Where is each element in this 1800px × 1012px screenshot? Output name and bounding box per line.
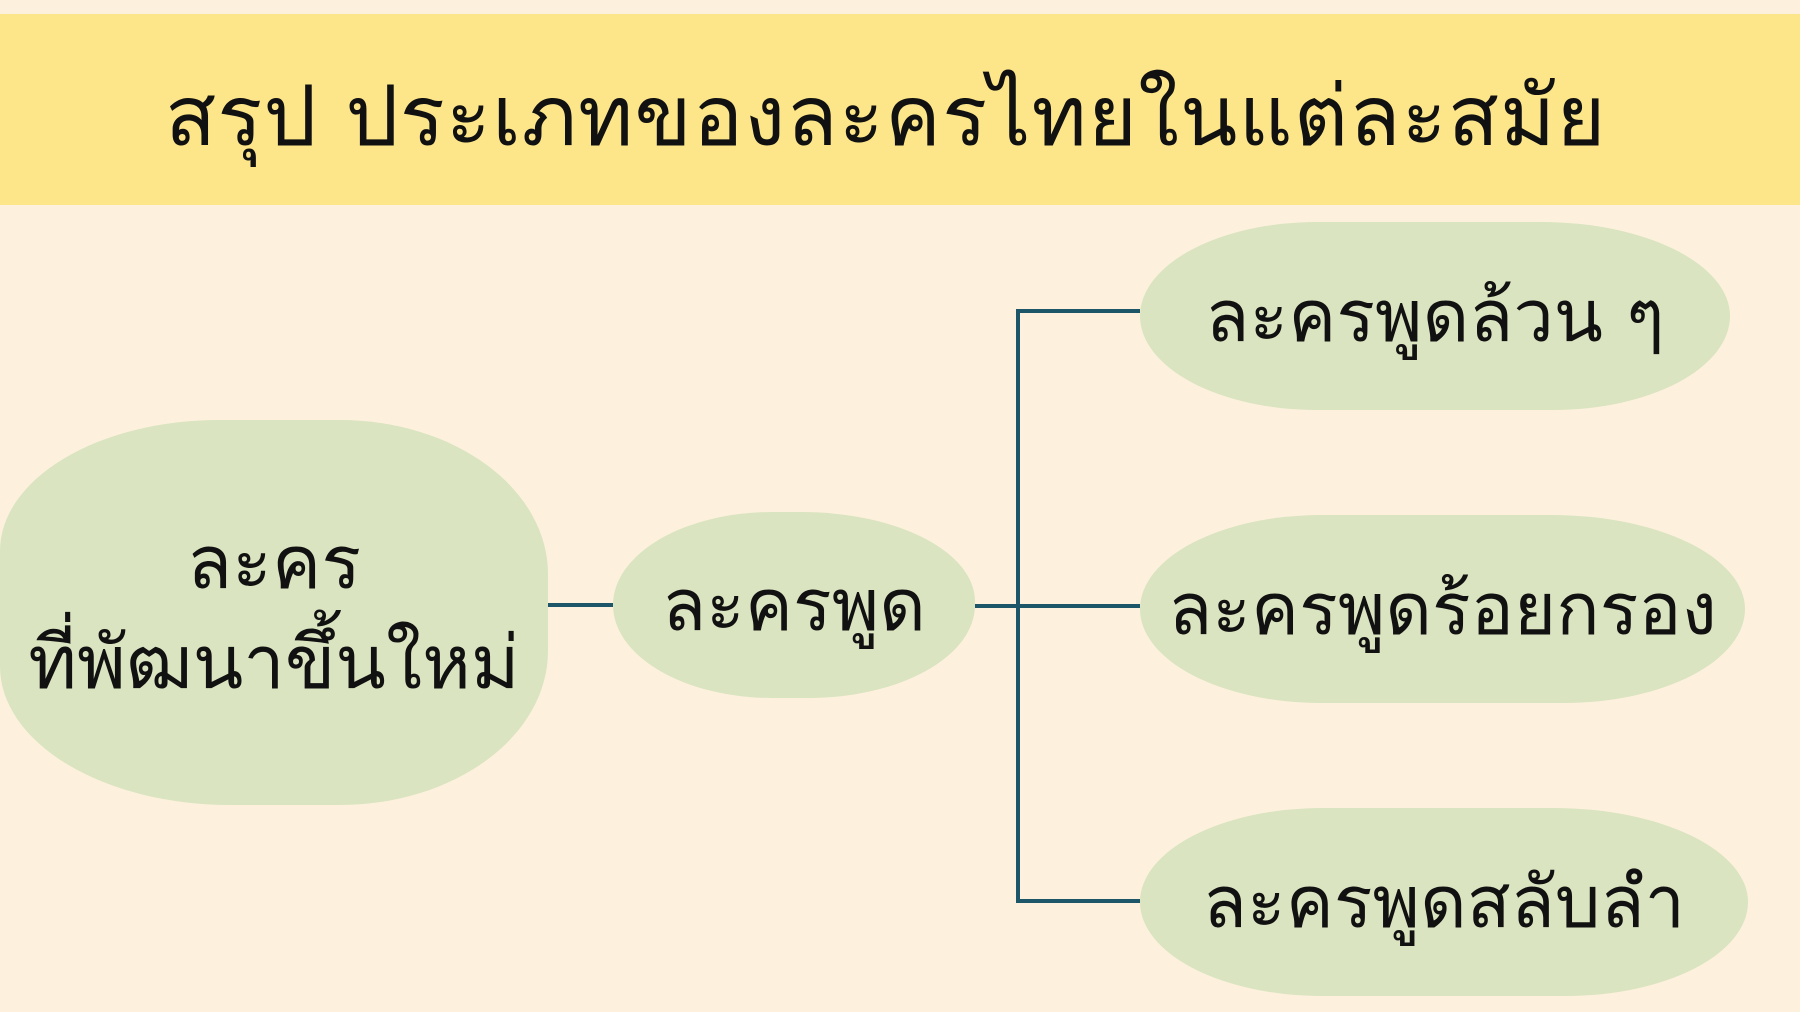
leaf-node: ละครพูดล้วน ๆ xyxy=(1140,222,1730,410)
root-node-line-2: ที่พัฒนาขึ้นใหม่ xyxy=(28,619,520,706)
page-title: สรุป ประเภทของละครไทยในแต่ละสมัย xyxy=(165,67,1607,165)
leaf-node: ละครพูดร้อยกรอง xyxy=(1140,515,1745,703)
title-banner: สรุป ประเภทของละครไทยในแต่ละสมัย xyxy=(0,14,1800,205)
leaf-node: ละครพูดสลับลำ xyxy=(1140,808,1748,996)
leaf-node-label: ละครพูดร้อยกรอง xyxy=(1168,567,1717,651)
leaf-node-label: ละครพูดสลับลำ xyxy=(1202,860,1686,944)
connector-root-to-middle xyxy=(548,603,613,607)
connector-to-leaf-1 xyxy=(1016,309,1140,313)
connector-middle-to-trunk xyxy=(975,604,1018,608)
root-node: ละคร ที่พัฒนาขึ้นใหม่ xyxy=(0,420,548,805)
middle-node: ละครพูด xyxy=(613,512,975,698)
root-node-line-1: ละคร xyxy=(186,519,362,606)
connector-to-leaf-3 xyxy=(1016,899,1140,903)
leaf-node-label: ละครพูดล้วน ๆ xyxy=(1205,274,1665,358)
middle-node-label: ละครพูด xyxy=(662,563,926,647)
connector-to-leaf-2 xyxy=(1016,604,1140,608)
